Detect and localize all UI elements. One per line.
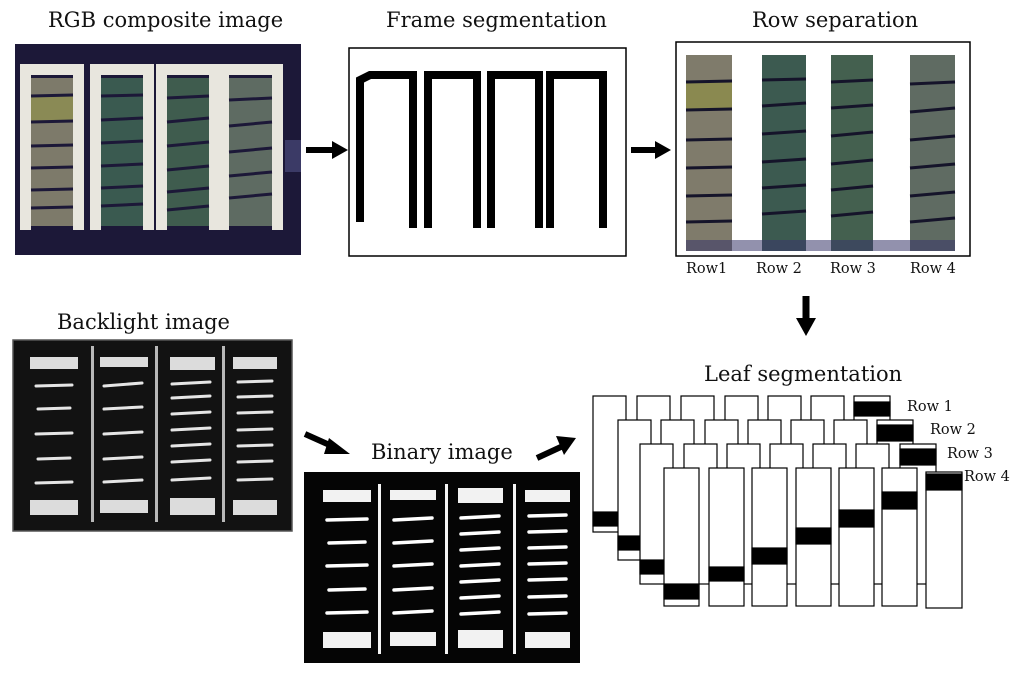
- binary-image: [304, 472, 580, 663]
- rgb-leaf-strips: [31, 78, 272, 226]
- rgb-composite-image: [15, 44, 301, 255]
- arrow-down: [796, 296, 816, 336]
- frame-segmentation-title: Frame segmentation: [386, 8, 607, 32]
- arrow-right-2: [631, 141, 671, 159]
- backlight-title: Backlight image: [57, 310, 230, 334]
- row-separation-label-1: Row1: [686, 261, 728, 277]
- backlight-image: [12, 339, 293, 532]
- arrow-right-1: [306, 141, 348, 159]
- leaf-row-label-3: Row 3: [947, 446, 993, 462]
- leaf-row-label-1: Row 1: [907, 399, 953, 415]
- arrow-diagonal-1: [303, 431, 350, 454]
- rgb-frames: [20, 64, 283, 230]
- rgb-composite-title: RGB composite image: [48, 8, 284, 32]
- leaf-segmentation-title: Leaf segmentation: [704, 362, 903, 386]
- rgb-leaf-gaps: [30, 93, 273, 212]
- arrow-diagonal-2: [535, 436, 576, 461]
- leaf-row-4: [663, 467, 963, 609]
- binary-title: Binary image: [371, 440, 513, 464]
- leaf-segmentation-graphic: [592, 395, 963, 609]
- row-separation-label-3: Row 3: [830, 261, 876, 277]
- leaf-row-label-4: Row 4: [964, 469, 1010, 485]
- row-separation-label-2: Row 2: [756, 261, 802, 277]
- leaf-row-label-2: Row 2: [930, 422, 976, 438]
- row-separation-image: [675, 41, 971, 257]
- row-separation-title: Row separation: [752, 8, 919, 32]
- frame-segmentation-image: [348, 47, 627, 257]
- row-separation-label-4: Row 4: [910, 261, 956, 277]
